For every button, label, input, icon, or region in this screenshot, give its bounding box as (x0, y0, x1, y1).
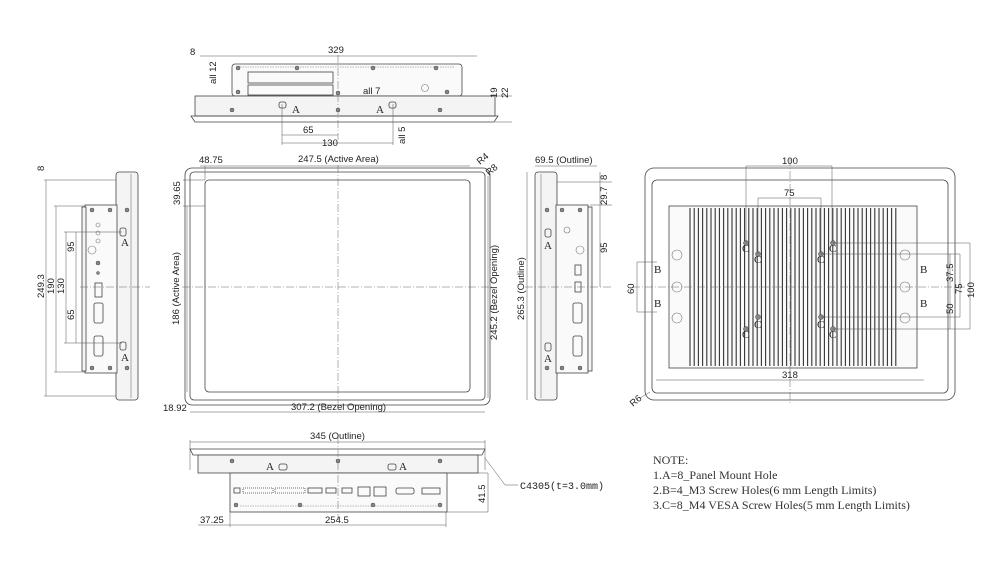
dim-label: 307.2 (Bezel Opening) (291, 402, 386, 413)
back-view: 100 75 60 37.5 75 100 50 318 R6 B B B B … (626, 156, 977, 409)
back-outline (644, 167, 956, 401)
left-chassis (84, 204, 118, 374)
notes: NOTE: 1.A=8_Panel Mount Hole 2.B=4_M3 Sc… (653, 453, 910, 512)
lan-port (373, 486, 387, 497)
hole-label-a: A (544, 353, 552, 365)
hole-label-a: A (121, 352, 129, 364)
bottom-bezel-edge (189, 448, 486, 456)
hole-label-b: B (920, 264, 927, 276)
serial-port (395, 487, 415, 495)
top-slot-2 (247, 84, 334, 96)
dim-label: 37.25 (200, 515, 224, 526)
front-view: 48.75 247.5 (Active Area) R4 R8 39.65 18… (163, 151, 500, 414)
hole-label-b: B (654, 298, 661, 310)
hole-label-a: A (266, 461, 274, 473)
hole-label-a: A (121, 237, 129, 249)
dim-label: 95 (66, 241, 77, 252)
dim-label: 130 (322, 138, 338, 149)
dim-label: 65 (66, 309, 77, 320)
hole-label-a: A (376, 104, 384, 116)
hole-label-a: A (399, 461, 407, 473)
dim-label: 8 (36, 166, 47, 171)
dim-label: 186 (Active Area) (171, 252, 182, 325)
note-item: 3.C=8_M4 VESA Screw Holes(5 mm Length Li… (653, 498, 910, 512)
active-area (204, 179, 471, 393)
dim-label: 69.5 (Outline) (535, 155, 593, 166)
dim-label: 329 (328, 45, 344, 56)
dim-label: 130 (56, 278, 67, 294)
power-terminal (421, 487, 441, 495)
bottom-chassis (229, 472, 448, 513)
top-slot-1 (247, 71, 334, 84)
notes-title: NOTE: (653, 453, 688, 467)
dim-label: 39.65 (172, 181, 183, 205)
hole-label-a: A (292, 104, 300, 116)
top-bezel (194, 95, 496, 117)
dim-label: 249.3 (36, 274, 47, 298)
dim-label: 100 (782, 156, 798, 167)
front-outline (184, 167, 491, 406)
dim-label: all 5 (397, 127, 408, 144)
left-side-view: 8 249.3 190 130 95 65 A A (36, 166, 150, 401)
hole-label-c: C (817, 319, 824, 331)
dim-label: 190 (46, 278, 57, 294)
dim-label: 8 (599, 175, 610, 180)
power-connector (233, 487, 241, 494)
material-callout: C4305(t=3.0mm) (520, 481, 604, 493)
usb-port (341, 487, 353, 494)
dim-label: 247.5 (Active Area) (298, 154, 379, 165)
dim-label: R6 (628, 393, 644, 409)
dim-label: 345 (Outline) (310, 431, 365, 442)
dim-label: R8 (484, 162, 500, 178)
hole-label-c: C (754, 254, 761, 266)
hole-label-c: C (742, 243, 749, 255)
dim-label: 265.3 (Outline) (516, 257, 527, 320)
dim-label: 18.92 (163, 403, 187, 414)
right-side-view: 69.5 (Outline) 8 29.7 95 265.3 (Outline)… (516, 155, 612, 401)
dim-label: 245.2 (Bezel Opening) (489, 245, 500, 340)
usb-port (325, 487, 337, 494)
hole-label-a: A (544, 240, 552, 252)
dim-label: 75 (784, 188, 795, 199)
hole-label-c: C (754, 319, 761, 331)
vesa-hole (755, 314, 761, 320)
dim-label: 254.5 (325, 515, 349, 526)
dim-label: 318 (782, 370, 798, 381)
hole-label-c: C (817, 254, 824, 266)
dim-label: 41.5 (477, 485, 488, 504)
hole-label-c: C (829, 329, 836, 341)
dim-label: 60 (626, 283, 637, 294)
dim-label: 22 (500, 87, 511, 98)
hole-label-c: C (829, 243, 836, 255)
hole-label-c: C (742, 329, 749, 341)
dim-label: 50 (945, 303, 956, 314)
dim-label: 65 (303, 125, 314, 136)
dim-label: 75 (954, 283, 965, 294)
hdmi-port (307, 487, 323, 494)
bottom-view: 345 (Outline) 41.5 37.25 254.5 A A C4305… (189, 431, 604, 527)
dim-label: 8 (190, 47, 195, 58)
note-item: 2.B=4_M3 Screw Holes(6 mm Length Limits) (653, 483, 876, 497)
dim-label: 29.7 (599, 187, 610, 206)
dim-label: 100 (966, 282, 977, 298)
dim-label: 95 (599, 242, 610, 253)
right-bezel (534, 171, 558, 401)
hole-label-b: B (654, 264, 661, 276)
dim-label: 48.75 (199, 155, 223, 166)
io-terminal-2 (274, 487, 306, 494)
vesa-hole (743, 326, 749, 332)
top-view: 8 329 all 12 all 7 19 22 65 130 all 5 A … (190, 45, 512, 149)
right-chassis (555, 204, 589, 374)
dim-label: 19 (489, 87, 500, 98)
lan-port (357, 486, 371, 497)
hole-label-b: B (920, 298, 927, 310)
dim-label: 37.5 (945, 264, 956, 283)
dim-label: all 12 (208, 61, 219, 84)
io-terminal-1 (242, 487, 274, 494)
dim-label: all 7 (363, 86, 380, 97)
note-item: 1.A=8_Panel Mount Hole (653, 468, 777, 482)
